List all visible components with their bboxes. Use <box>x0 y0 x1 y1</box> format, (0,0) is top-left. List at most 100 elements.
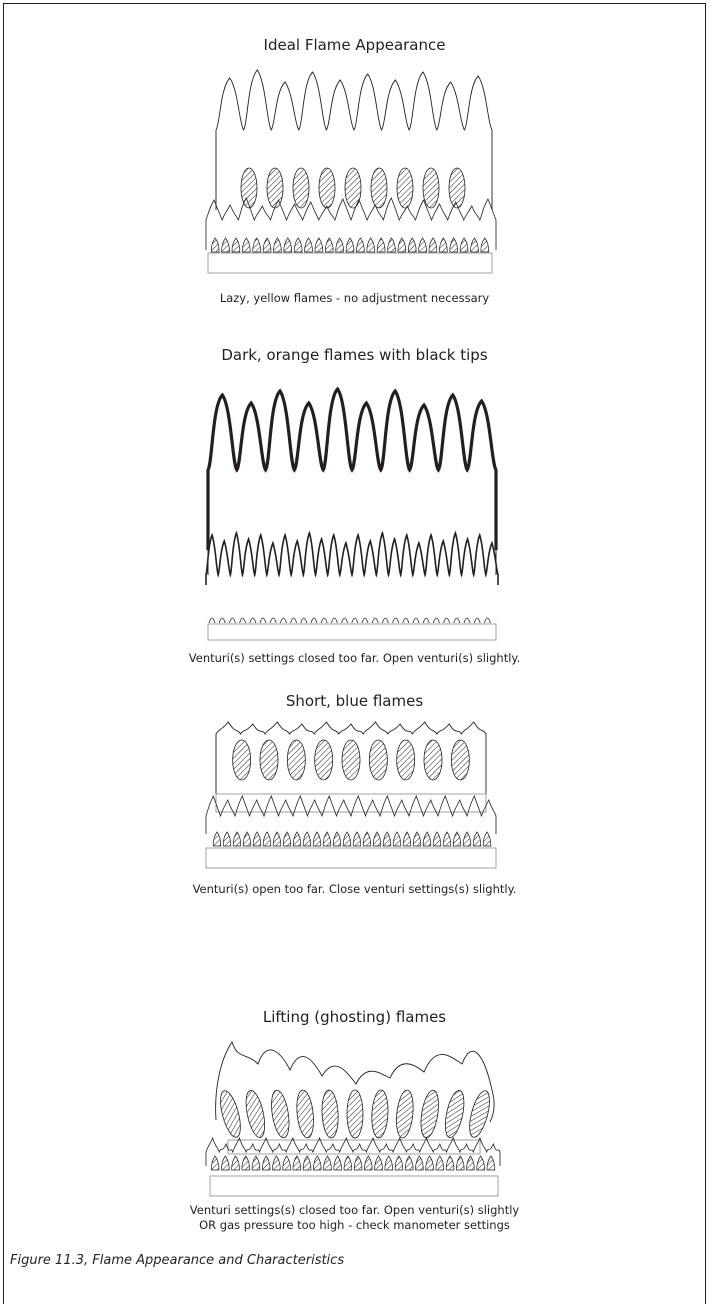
burner-flamelet <box>322 831 332 847</box>
flame-outline <box>215 69 493 210</box>
burner-flamelet <box>332 831 342 847</box>
burner-flamelet <box>302 831 312 847</box>
hatched-flame-core <box>396 1089 414 1139</box>
burner-flamelet <box>382 831 392 847</box>
burner-flamelet <box>384 1155 393 1171</box>
burner-flamelet <box>313 1155 322 1171</box>
burner-flamelet <box>324 237 334 253</box>
section-caption-orange: Venturi(s) settings closed too far. Open… <box>0 651 709 666</box>
burner-flamelet <box>366 237 376 253</box>
burner-flamelet <box>425 1155 434 1171</box>
burner-flamelet <box>422 831 432 847</box>
burner-flamelet <box>362 831 372 847</box>
hatched-flame-core <box>368 739 388 781</box>
burner-flamelet <box>412 831 422 847</box>
lifting-flame-outline <box>215 1040 495 1123</box>
burner-flamelet <box>449 237 458 253</box>
burner-port-arc <box>382 617 389 624</box>
burner-port-arc <box>320 617 328 624</box>
burner-port-arc <box>473 617 481 624</box>
burner-flamelet <box>364 1155 373 1171</box>
burner-port-arc <box>443 617 450 624</box>
burner-flamelet <box>212 831 222 847</box>
burner-port-arc <box>249 617 257 624</box>
burner-flamelet <box>407 237 417 253</box>
burner-flamelet <box>293 237 303 253</box>
burner-port-arc <box>484 617 491 624</box>
burner-port-arc <box>331 617 338 624</box>
burner-port-arc <box>239 617 246 624</box>
hatched-flame-core <box>344 167 362 209</box>
burner-port-arc <box>453 617 461 624</box>
hatched-flame-core <box>286 739 306 781</box>
burner-port-arc <box>218 617 226 624</box>
burner-flamelet <box>432 831 442 847</box>
burner-flamelet <box>476 1155 485 1171</box>
burner-port-arc <box>259 617 267 624</box>
lower-flame-row <box>205 794 497 834</box>
burner-flamelet <box>459 237 469 253</box>
burner-port-arc <box>402 617 410 624</box>
hatched-flame-core <box>423 739 443 781</box>
hatched-flame-core <box>259 739 279 781</box>
burner-flamelet <box>221 237 230 253</box>
orange-flame-illustration <box>205 386 499 641</box>
section-caption-lifting: Venturi settings(s) closed too far. Open… <box>0 1203 709 1233</box>
lower-flame-row <box>205 530 499 585</box>
burner-flamelet <box>283 237 293 253</box>
burner-flamelet <box>262 237 272 253</box>
burner-port-arc <box>269 617 277 624</box>
burner-tray <box>209 1175 499 1197</box>
hatched-flame-core <box>444 1090 465 1138</box>
burner-flamelet <box>353 1155 363 1171</box>
burner-flamelet <box>333 1155 342 1171</box>
hatched-flame-core <box>271 1089 290 1139</box>
section-caption-ideal: Lazy, yellow flames - no adjustment nece… <box>0 291 709 306</box>
hatched-flame-core <box>292 167 310 209</box>
burner-flamelet <box>252 831 262 847</box>
burner-tray <box>205 847 497 869</box>
burner-port-arc <box>300 617 308 624</box>
burner-flamelet <box>342 831 352 847</box>
burner-flamelet <box>462 831 472 847</box>
burner-flamelet <box>452 831 462 847</box>
burner-flamelet <box>232 831 242 847</box>
lifting-flame-illustration <box>205 1040 501 1197</box>
burner-port-arc <box>422 617 430 624</box>
burner-flamelet <box>482 831 492 847</box>
hatched-flame-core <box>314 739 334 781</box>
hatched-flame-core <box>450 739 470 781</box>
burner-flamelet <box>442 831 452 847</box>
hatched-flame-core <box>296 1089 314 1139</box>
burner-flamelet <box>273 237 282 253</box>
burner-port-arc <box>280 617 287 624</box>
burner-flamelet <box>252 237 261 253</box>
burner-flamelet <box>480 237 490 253</box>
hatched-flame-core <box>240 167 258 209</box>
burner-flamelet <box>466 1155 475 1171</box>
burner-flamelet <box>222 831 232 847</box>
hatched-flame-core <box>396 739 416 781</box>
caption-line: Venturi settings(s) closed too far. Open… <box>189 1203 520 1217</box>
burner-flamelet <box>314 237 324 253</box>
hatched-flame-core <box>422 167 440 209</box>
figure-caption: Figure 11.3, Flame Appearance and Charac… <box>10 1253 345 1268</box>
burner-flamelet <box>345 237 355 253</box>
burner-port-arc <box>290 617 297 624</box>
ideal-flame-illustration <box>205 69 497 274</box>
hatched-flame-core <box>266 167 284 209</box>
burner-port-arc <box>341 617 348 624</box>
burner-flamelet <box>312 831 322 847</box>
burner-flamelet <box>456 1155 465 1171</box>
hatched-flame-core <box>370 167 388 209</box>
burner-flamelet <box>376 237 386 253</box>
burner-grate <box>227 1139 481 1155</box>
burner-flamelet <box>415 1155 424 1171</box>
burner-port-arc <box>361 617 369 624</box>
hatched-flame-core <box>469 1090 490 1138</box>
burner-port-arc <box>392 617 399 624</box>
flame-outline-lower <box>205 197 497 250</box>
burner-flamelet <box>304 237 313 253</box>
burner-flamelet <box>323 1155 332 1171</box>
burner-flamelet <box>272 1155 281 1171</box>
